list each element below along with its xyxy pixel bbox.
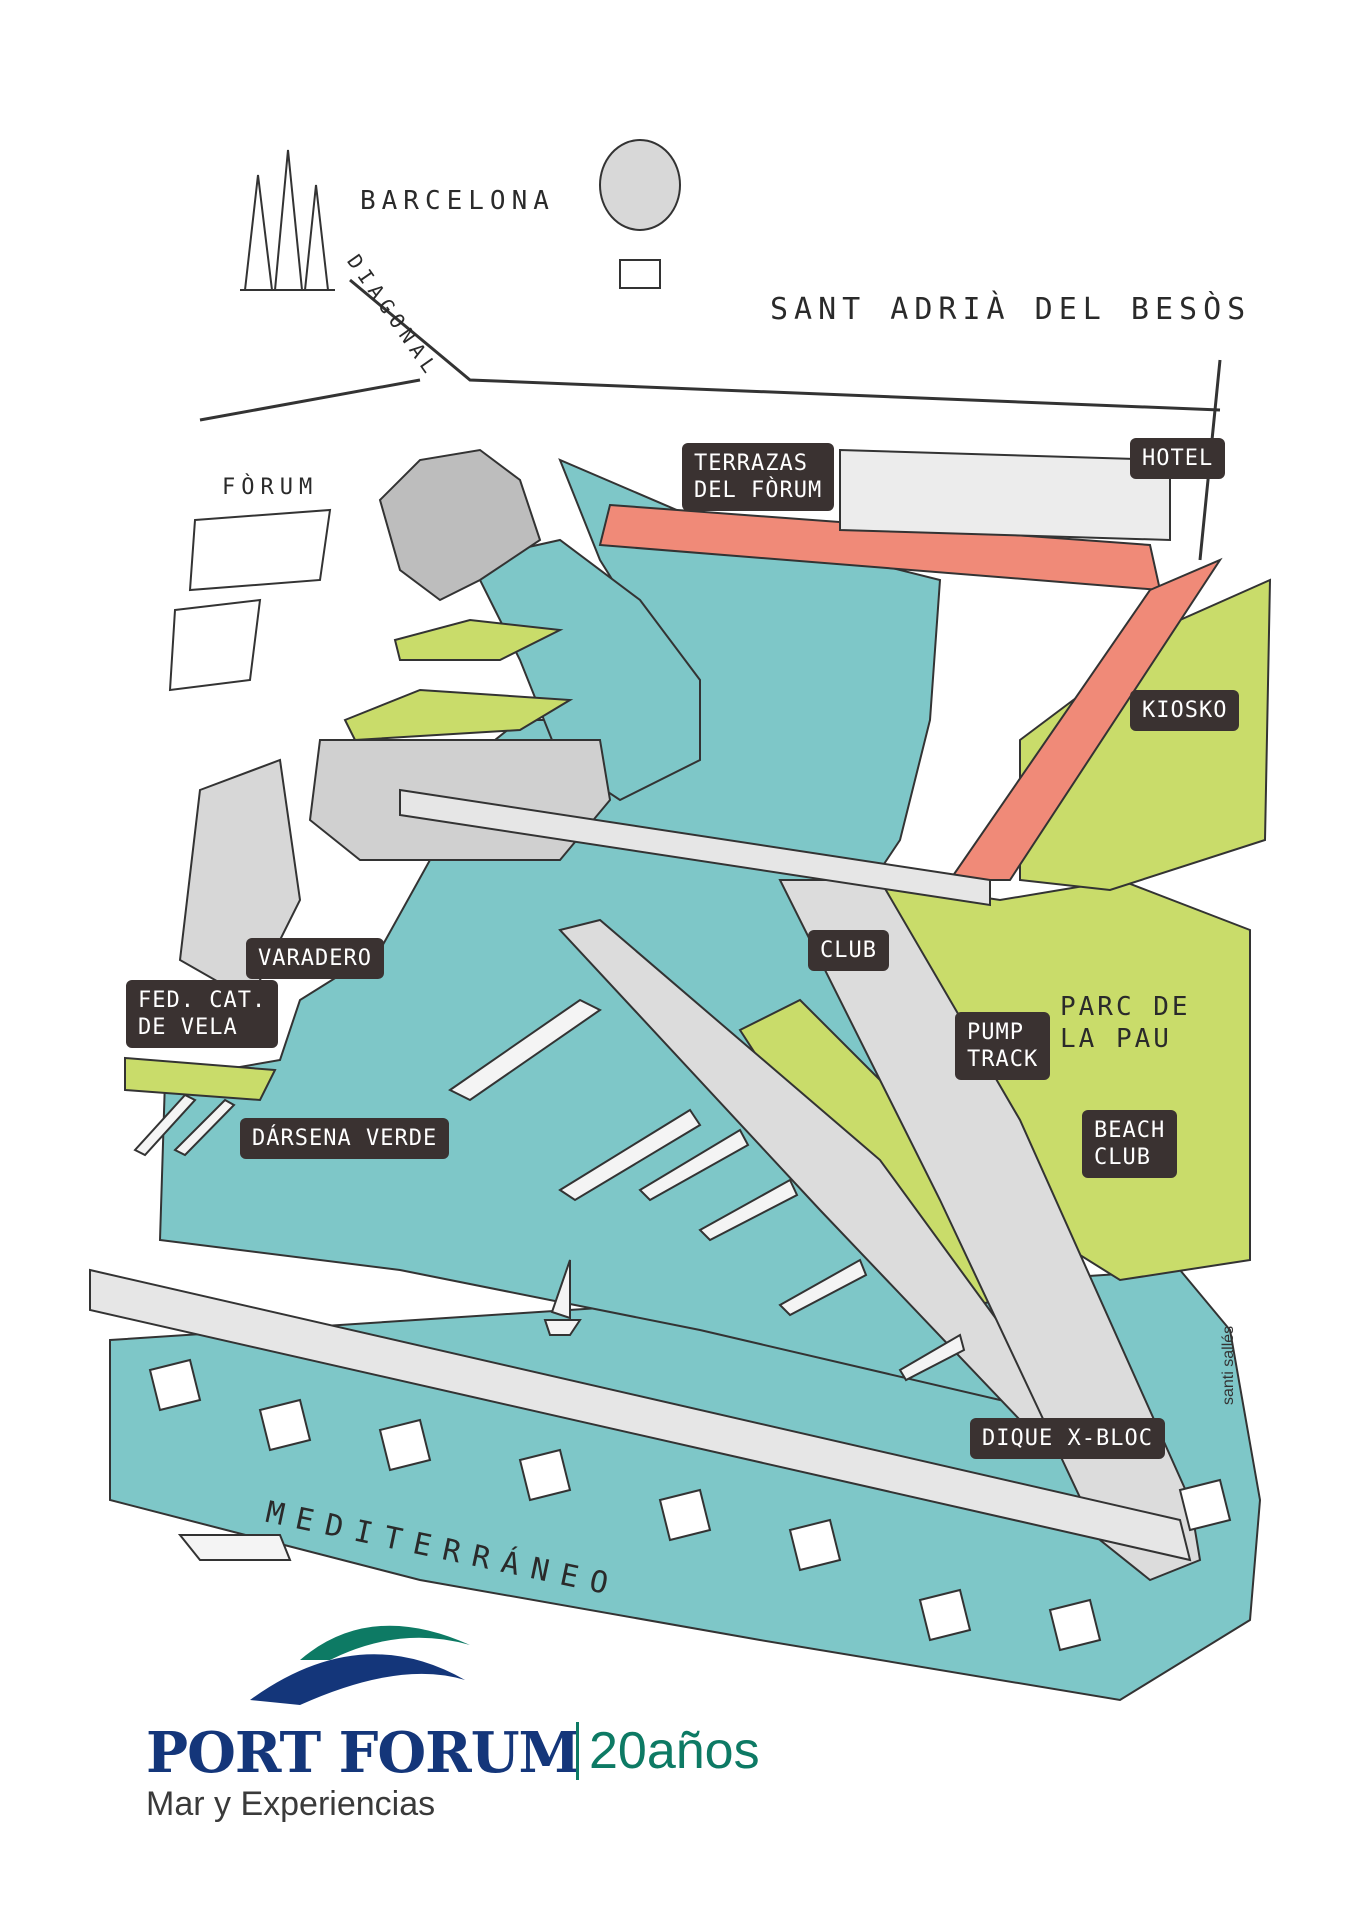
x-bloc <box>918 1588 972 1642</box>
cathedral-spires <box>240 149 335 291</box>
label-beach-line1: BEACH <box>1094 1118 1166 1143</box>
offshore-yacht <box>177 1534 292 1561</box>
sagrada-familia <box>240 149 335 291</box>
logo-tagline: Mar y Experiencias <box>146 1785 436 1823</box>
hotel-building <box>839 448 1171 542</box>
label-pump-line2: TRACK <box>967 1047 1039 1072</box>
place-sant-adria: SANT ADRIÀ DEL BESÒS <box>770 292 1252 327</box>
x-bloc <box>788 1518 842 1572</box>
yacht <box>133 1093 197 1157</box>
label-darsena-verde: DÁRSENA VERDE <box>240 1118 450 1159</box>
green-roof-2 <box>343 688 574 742</box>
label-varadero: VARADERO <box>246 938 384 979</box>
place-parc-line2: LA PAU <box>1060 1024 1172 1054</box>
label-terrazas-line2: DEL FÒRUM <box>694 478 823 503</box>
x-bloc <box>1178 1478 1232 1532</box>
label-hotel: HOTEL <box>1130 438 1226 479</box>
forum-building <box>378 448 542 602</box>
x-bloc <box>258 1398 312 1452</box>
yacht <box>448 998 602 1102</box>
place-forum: FÒRUM <box>222 475 319 500</box>
dique-x-bloc <box>778 879 1202 1582</box>
fed-vela-green <box>124 1056 277 1102</box>
balloon-basket <box>619 259 661 289</box>
green-roof-1 <box>393 618 564 661</box>
yacht <box>173 1098 236 1157</box>
balloon-envelope <box>599 139 681 231</box>
logo-wave-bottom <box>250 1654 465 1705</box>
label-fed-cat-de-vela: FED. CAT. DE VELA <box>126 980 279 1048</box>
forum-pergola <box>168 508 332 692</box>
x-bloc <box>148 1358 202 1412</box>
label-fed-line1: FED. CAT. <box>138 988 267 1013</box>
logo-wave-top <box>300 1625 470 1660</box>
label-dique-x-bloc: DIQUE X-BLOC <box>970 1418 1165 1459</box>
x-bloc <box>658 1488 712 1542</box>
logo-wordmark: PORT FORUM <box>146 1720 581 1786</box>
yacht <box>638 1128 750 1202</box>
yacht <box>698 1178 799 1242</box>
x-bloc <box>1048 1598 1102 1652</box>
breakwater <box>89 1268 1192 1562</box>
kiosko-walkway <box>948 557 1223 881</box>
inner-basin <box>468 538 701 802</box>
sailboat <box>543 1259 582 1336</box>
yacht <box>898 1333 966 1382</box>
x-bloc <box>378 1418 432 1472</box>
marina-boats <box>133 998 966 1561</box>
label-terrazas-del-forum: TERRAZAS DEL FÒRUM <box>682 443 835 511</box>
label-kiosko: KIOSKO <box>1130 690 1240 731</box>
label-pump-track: PUMP TRACK <box>955 1012 1051 1080</box>
place-parc-line1: PARC DE <box>1060 992 1191 1022</box>
label-pump-line1: PUMP <box>967 1020 1024 1045</box>
logo-anniversary: 20años <box>576 1722 760 1780</box>
hot-air-balloon <box>599 139 681 289</box>
x-bloc <box>518 1448 572 1502</box>
place-barcelona: BARCELONA <box>360 186 555 216</box>
yacht <box>778 1258 868 1317</box>
label-terrazas-line1: TERRAZAS <box>694 451 808 476</box>
x-bloc-breakwater-blocks <box>148 1358 1232 1652</box>
footbridge <box>399 788 991 907</box>
artist-credit: santi sallés <box>1220 1325 1237 1405</box>
label-beach-line2: CLUB <box>1094 1145 1151 1170</box>
label-beach-club: BEACH CLUB <box>1082 1110 1178 1178</box>
yacht <box>558 1108 702 1202</box>
label-club: CLUB <box>808 930 889 971</box>
label-fed-line2: DE VELA <box>138 1015 238 1040</box>
